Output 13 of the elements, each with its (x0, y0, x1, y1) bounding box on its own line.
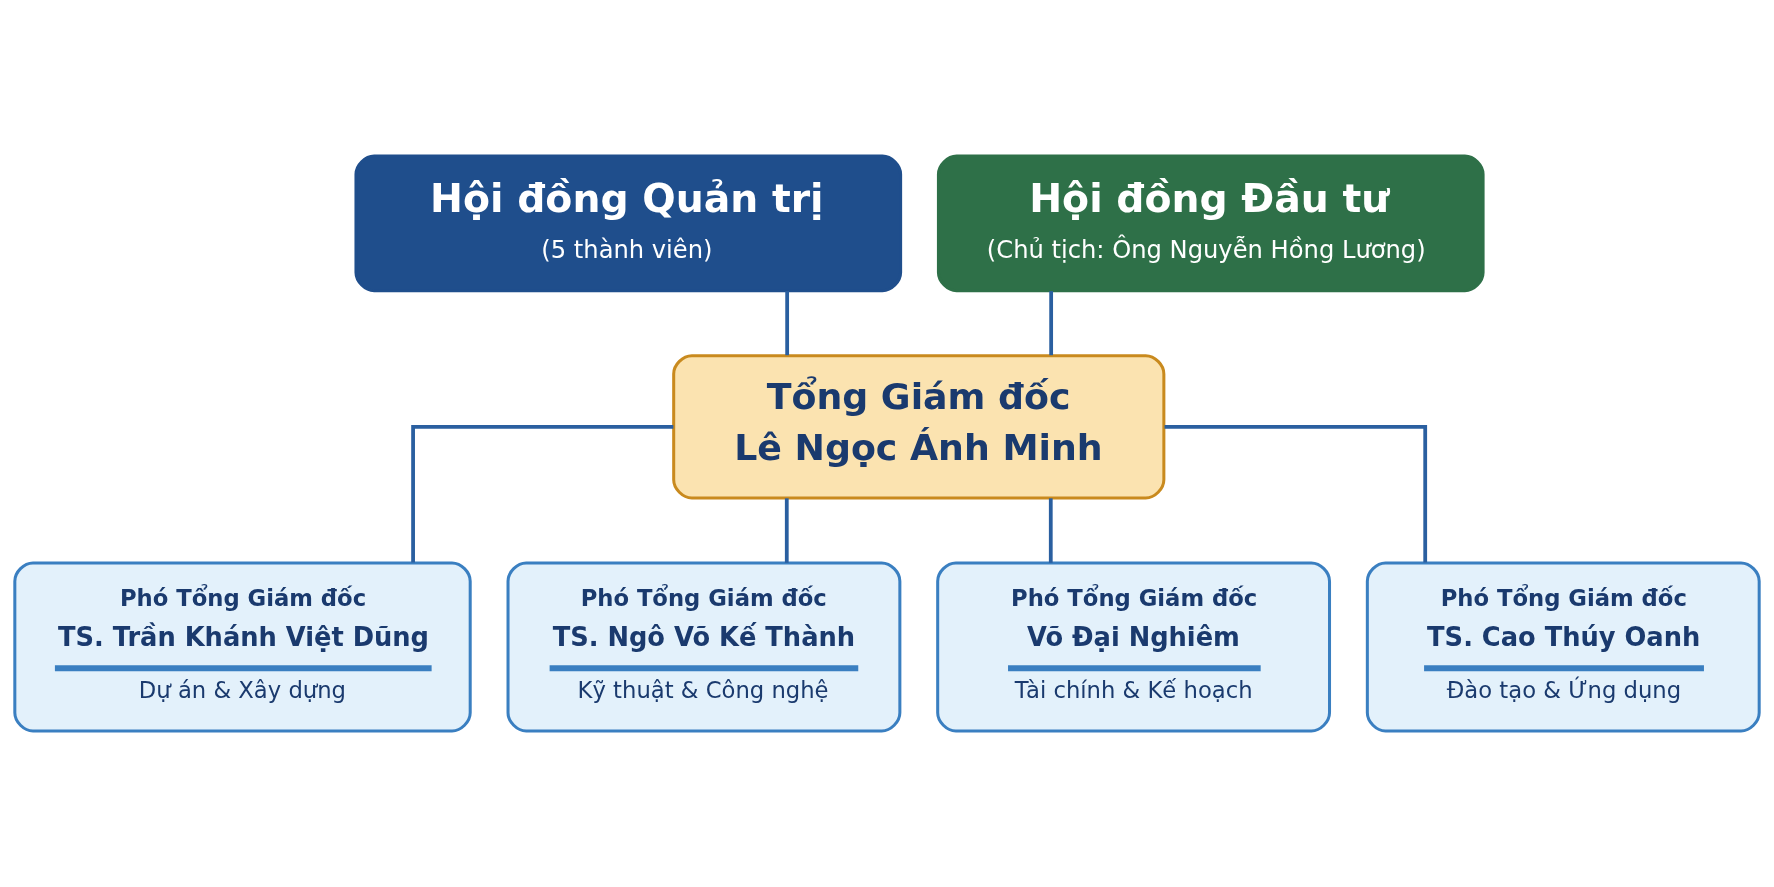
connector (784, 498, 789, 563)
connector (785, 291, 790, 356)
node-box: Phó Tổng Giám đốc TS. Cao Thúy Oanh Đào tạo & Ứng dụng (1365, 561, 1761, 733)
node-box: Tổng Giám đốc Lê Ngọc Ánh Minh (672, 354, 1166, 500)
node-box: Phó Tổng Giám đốc TS. Ngô Võ Kế Thành Kỹ thuật & Công nghệ (506, 561, 902, 733)
connector (1048, 498, 1053, 563)
node-box: Phó Tổng Giám đốc Võ Đại Nghiêm Tài chính & Kế hoạch (936, 561, 1332, 733)
connector (1049, 291, 1054, 356)
node-box: Hội đồng Quản trị (5 thành viên) (354, 154, 903, 293)
connector (1164, 424, 1428, 563)
node-box: Phó Tổng Giám đốc TS. Trần Khánh Việt Dũng Dự án & Xây dựng (13, 561, 472, 733)
node-box: Hội đồng Đầu tư (Chủ tịch: Ông Nguyễn Hồng Lương) (936, 154, 1485, 293)
connector (411, 424, 674, 563)
